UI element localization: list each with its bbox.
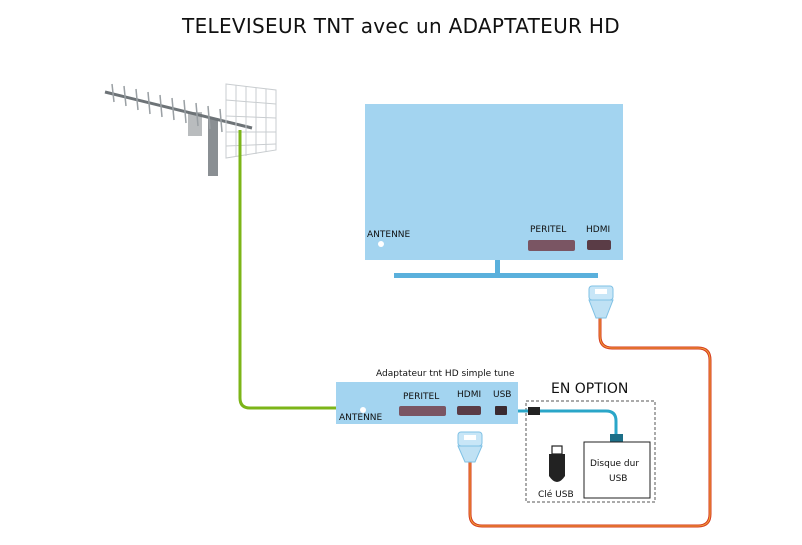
tv-hdmi-label: HDMI — [586, 225, 611, 235]
adapter-usb-port — [495, 406, 507, 415]
tv-peritel-port — [528, 240, 575, 251]
tv-antenna-label: ANTENNE — [367, 230, 411, 240]
hdmi-plug-top-icon — [588, 285, 614, 319]
hard-disk-box — [583, 441, 651, 499]
adapter-usb-label: USB — [493, 390, 512, 400]
adapter-antenna-port — [360, 407, 366, 413]
hdmi-plug-bottom-icon — [457, 431, 483, 463]
adapter-name-label: Adaptateur tnt HD simple tune — [376, 369, 515, 379]
antenna-icon — [104, 83, 277, 176]
diagram-title: TELEVISEUR TNT avec un ADAPTATEUR HD — [182, 14, 620, 38]
antenna-cable — [238, 130, 340, 410]
tv-peritel-label: PERITEL — [530, 225, 567, 235]
hard-disk-label-line2: USB — [609, 474, 628, 484]
tv-screen — [365, 104, 623, 260]
tv-hdmi-port — [587, 240, 611, 250]
option-title: EN OPTION — [551, 381, 629, 397]
tv-antenna-port — [378, 241, 384, 247]
adapter-hdmi-label: HDMI — [457, 390, 482, 400]
usb-cable — [518, 409, 618, 436]
adapter-peritel-port — [399, 406, 446, 416]
adapter-peritel-label: PERITEL — [403, 392, 440, 402]
adapter-antenna-label: ANTENNE — [339, 413, 383, 423]
hard-disk-label-line1: Disque dur — [590, 459, 640, 469]
tv-stand-base — [394, 273, 598, 278]
usb-key-label: Clé USB — [538, 490, 574, 500]
adapter-box — [336, 382, 518, 424]
usb-key-icon — [549, 445, 565, 482]
tv-stand-neck — [495, 260, 500, 274]
adapter-hdmi-port — [457, 406, 481, 415]
